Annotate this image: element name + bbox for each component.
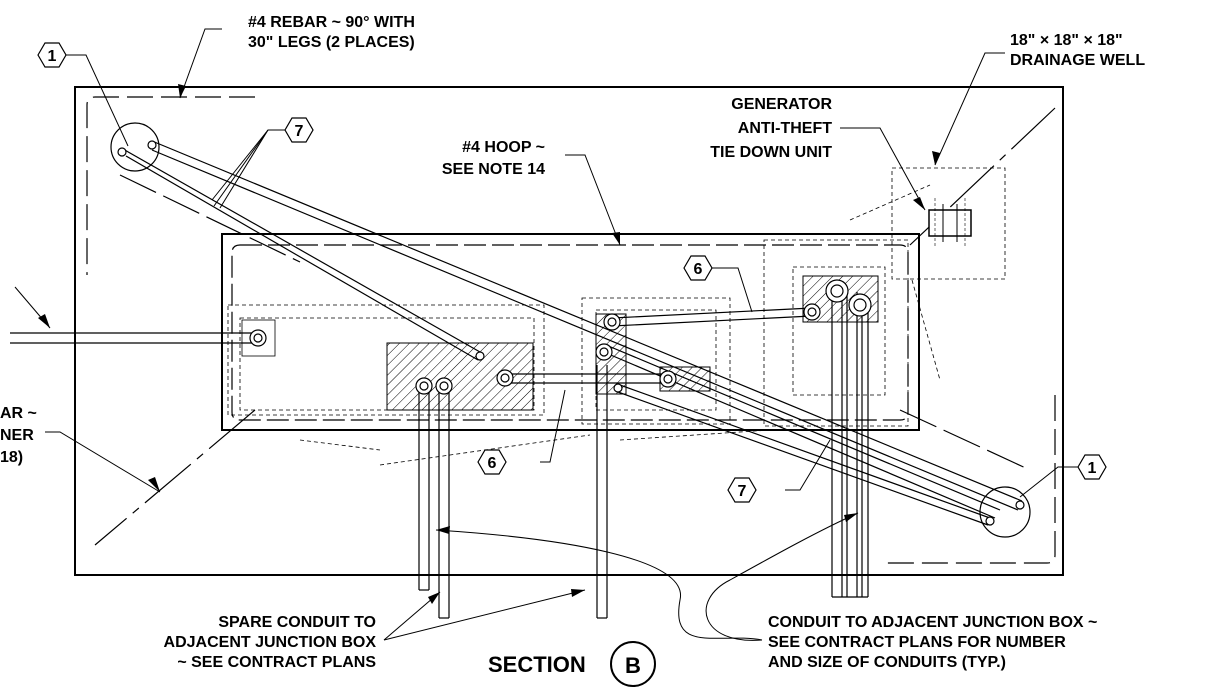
callout-6-right: 6 [683, 255, 713, 281]
section-marker: B [610, 641, 656, 687]
callout-1-top-left: 1 [37, 42, 67, 68]
callout-1-right: 1 [1077, 454, 1107, 480]
svg-text:B: B [625, 653, 641, 678]
svg-text:6: 6 [488, 455, 497, 472]
bond-wire-2 [505, 373, 668, 384]
drainage-label-1: 18" × 18" × 18" [1010, 32, 1123, 49]
generator-label-2: ANTI-THEFT [738, 120, 832, 137]
dashed-guide-2 [911, 279, 941, 381]
svg-text:6: 6 [694, 261, 703, 278]
centerline-upper-left [119, 174, 301, 263]
left-cut-label-1: AR ~ [0, 405, 37, 422]
junction-box-right [763, 239, 909, 427]
rebar-corner-bottom-right [880, 395, 1056, 564]
arrowheads [38, 84, 940, 604]
spare-conduit-2 [438, 384, 450, 619]
conduit-left-horizontal [10, 319, 276, 357]
spare-conduit-3 [596, 365, 608, 619]
callout-6-bottom: 6 [477, 449, 507, 475]
hoop-label-1: #4 HOOP ~ [462, 139, 545, 156]
ground-wire-1 [151, 140, 1023, 511]
left-cut-label-3: 18) [0, 449, 23, 466]
ground-wire-3 [617, 384, 991, 526]
rebar-legs-label-1: #4 REBAR ~ 90° WITH [248, 14, 415, 31]
hoop-label-2: SEE NOTE 14 [442, 161, 545, 178]
outer-slab [74, 86, 1064, 576]
centerline-lower-left [94, 409, 256, 546]
conduit-label-2: SEE CONTRACT PLANS FOR NUMBER [768, 634, 1066, 651]
dashed-guide-3 [299, 439, 381, 451]
spare-conduit-label-3: ~ SEE CONTRACT PLANS [177, 654, 376, 671]
junction-box-middle [581, 297, 731, 425]
centerline-upper-right [909, 107, 1056, 246]
generator-label-1: GENERATOR [731, 96, 832, 113]
rebar-legs-label-2: 30" LEGS (2 PLACES) [248, 34, 415, 51]
conduit-label-1: CONDUIT TO ADJACENT JUNCTION BOX ~ [768, 614, 1097, 631]
svg-text:1: 1 [48, 48, 57, 65]
inner-pad [221, 233, 920, 431]
junction-box-right-inner [792, 266, 886, 396]
svg-text:7: 7 [295, 123, 304, 140]
junction-box-middle-inner [595, 309, 717, 411]
leader-lines [14, 28, 1078, 641]
drainage-well-box [891, 167, 1006, 280]
conduit-label-3: AND SIZE OF CONDUITS (TYP.) [768, 654, 1006, 671]
drainage-label-2: DRAINAGE WELL [1010, 52, 1145, 69]
svg-text:7: 7 [738, 483, 747, 500]
spare-conduit-1 [418, 384, 430, 591]
junction-box-left [227, 304, 545, 416]
bond-wire-1 [611, 307, 813, 327]
conduit-right-group [831, 292, 869, 598]
spare-conduit-label-2: ADJACENT JUNCTION BOX [164, 634, 377, 651]
left-cut-label-2: NER [0, 427, 34, 444]
hoop-rebar [231, 244, 909, 421]
section-title: SECTION [488, 652, 586, 677]
dashed-guide-1 [849, 184, 931, 221]
generator-label-3: TIE DOWN UNIT [710, 144, 832, 161]
conduit-fittings [117, 140, 1025, 526]
centerline-lower-right [899, 409, 1031, 471]
ground-wire-2 [122, 148, 481, 361]
tie-down-unit [928, 209, 972, 237]
spare-conduit-label-1: SPARE CONDUIT TO [218, 614, 376, 631]
rebar-corner-top-left [86, 96, 255, 275]
callout-7-top: 7 [284, 117, 314, 143]
callout-7-bottom: 7 [727, 477, 757, 503]
svg-text:1: 1 [1088, 460, 1097, 477]
